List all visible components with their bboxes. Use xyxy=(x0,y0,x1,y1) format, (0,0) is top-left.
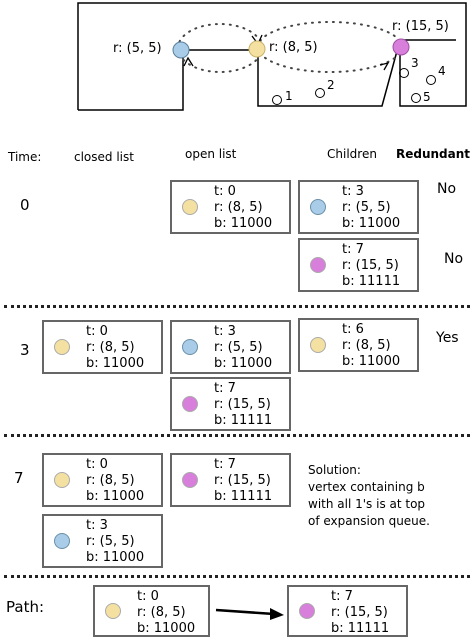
node-start-icon xyxy=(172,41,190,59)
blue-dot-icon xyxy=(54,533,70,549)
card-t: t: 7 xyxy=(214,381,236,396)
card-r: r: (8, 5) xyxy=(342,338,391,353)
card-b: b: 11111 xyxy=(331,621,390,636)
card-t: t: 0 xyxy=(214,184,236,199)
arrowhead-icon xyxy=(183,56,194,67)
path-label: Path: xyxy=(6,598,45,616)
card-r: r: (5, 5) xyxy=(214,340,263,355)
card-r: r: (8, 5) xyxy=(86,340,135,355)
card-t: t: 0 xyxy=(137,589,159,604)
card-t: t: 7 xyxy=(342,242,364,257)
magenta-dot-icon xyxy=(182,472,198,488)
card-t: t: 3 xyxy=(214,324,236,339)
card-r: r: (5, 5) xyxy=(342,200,391,215)
obstacle-icon xyxy=(426,75,436,85)
row-separator xyxy=(4,575,470,578)
card-b: b: 11000 xyxy=(214,356,273,371)
node-goal-icon xyxy=(392,38,410,56)
header-open-list: open list xyxy=(185,147,237,161)
row-separator xyxy=(4,305,470,308)
card-b: b: 11000 xyxy=(86,356,145,371)
card-r: r: (15, 5) xyxy=(331,605,388,620)
card-t: t: 3 xyxy=(342,184,364,199)
card-b: b: 11000 xyxy=(137,621,196,636)
blue-dot-icon xyxy=(310,199,326,215)
card-r: r: (8, 5) xyxy=(137,605,186,620)
redundant-value: No xyxy=(437,181,457,197)
card-r: r: (8, 5) xyxy=(214,200,263,215)
row-time-3: 3 xyxy=(20,341,30,359)
header-children: Children xyxy=(327,147,377,161)
yellow-dot-icon xyxy=(310,337,326,353)
card-b: b: 11000 xyxy=(342,354,401,369)
card-b: b: 11111 xyxy=(214,413,273,428)
card-t: t: 3 xyxy=(86,518,108,533)
card-t: t: 0 xyxy=(86,457,108,472)
card-b: b: 11111 xyxy=(214,489,273,504)
card-b: b: 11000 xyxy=(214,216,273,231)
row-separator xyxy=(4,434,470,437)
card-r: r: (15, 5) xyxy=(342,258,399,273)
magenta-dot-icon xyxy=(310,257,326,273)
header-time: Time: xyxy=(8,150,42,164)
map-diagram: r: (5, 5) r: (8, 5) r: (15, 5) 1 2 3 4 5 xyxy=(77,2,467,111)
yellow-dot-icon xyxy=(182,199,198,215)
obstacle-label-1: 1 xyxy=(285,89,293,103)
redundant-value: No xyxy=(444,251,464,267)
blue-dot-icon xyxy=(182,339,198,355)
card-t: t: 7 xyxy=(331,589,353,604)
yellow-dot-icon xyxy=(105,603,121,619)
solution-note: Solution: vertex containing b with all 1… xyxy=(308,463,430,528)
header-redundant: Redundant xyxy=(396,147,471,161)
card-b: b: 11000 xyxy=(342,216,401,231)
obstacle-icon xyxy=(399,68,409,78)
header-closed-list: closed list xyxy=(74,150,134,164)
magenta-dot-icon xyxy=(182,396,198,412)
card-b: b: 11111 xyxy=(342,274,401,289)
row-time-7: 7 xyxy=(14,469,24,487)
redundant-value: Yes xyxy=(436,330,459,346)
yellow-dot-icon xyxy=(54,339,70,355)
node-mid-icon xyxy=(248,40,266,58)
card-t: t: 7 xyxy=(214,457,236,472)
start-label: r: (5, 5) xyxy=(113,41,162,56)
card-t: t: 6 xyxy=(342,322,364,337)
card-r: r: (8, 5) xyxy=(86,473,135,488)
obstacle-icon xyxy=(272,95,282,105)
goal-label: r: (15, 5) xyxy=(392,19,449,34)
magenta-dot-icon xyxy=(299,603,315,619)
path-arrow-icon xyxy=(215,608,284,620)
card-b: b: 11000 xyxy=(86,550,145,565)
obstacle-label-4: 4 xyxy=(438,64,446,78)
obstacle-icon xyxy=(315,88,325,98)
card-t: t: 0 xyxy=(86,324,108,339)
card-r: r: (15, 5) xyxy=(214,473,271,488)
arrowhead-icon xyxy=(379,61,390,71)
mid-label: r: (8, 5) xyxy=(269,40,318,55)
obstacle-label-5: 5 xyxy=(423,90,431,104)
obstacle-label-3: 3 xyxy=(411,56,419,70)
row-time-0: 0 xyxy=(20,196,30,214)
card-r: r: (5, 5) xyxy=(86,534,135,549)
card-b: b: 11000 xyxy=(86,489,145,504)
obstacle-icon xyxy=(411,93,421,103)
obstacle-label-2: 2 xyxy=(327,78,335,92)
card-r: r: (15, 5) xyxy=(214,397,271,412)
yellow-dot-icon xyxy=(54,472,70,488)
